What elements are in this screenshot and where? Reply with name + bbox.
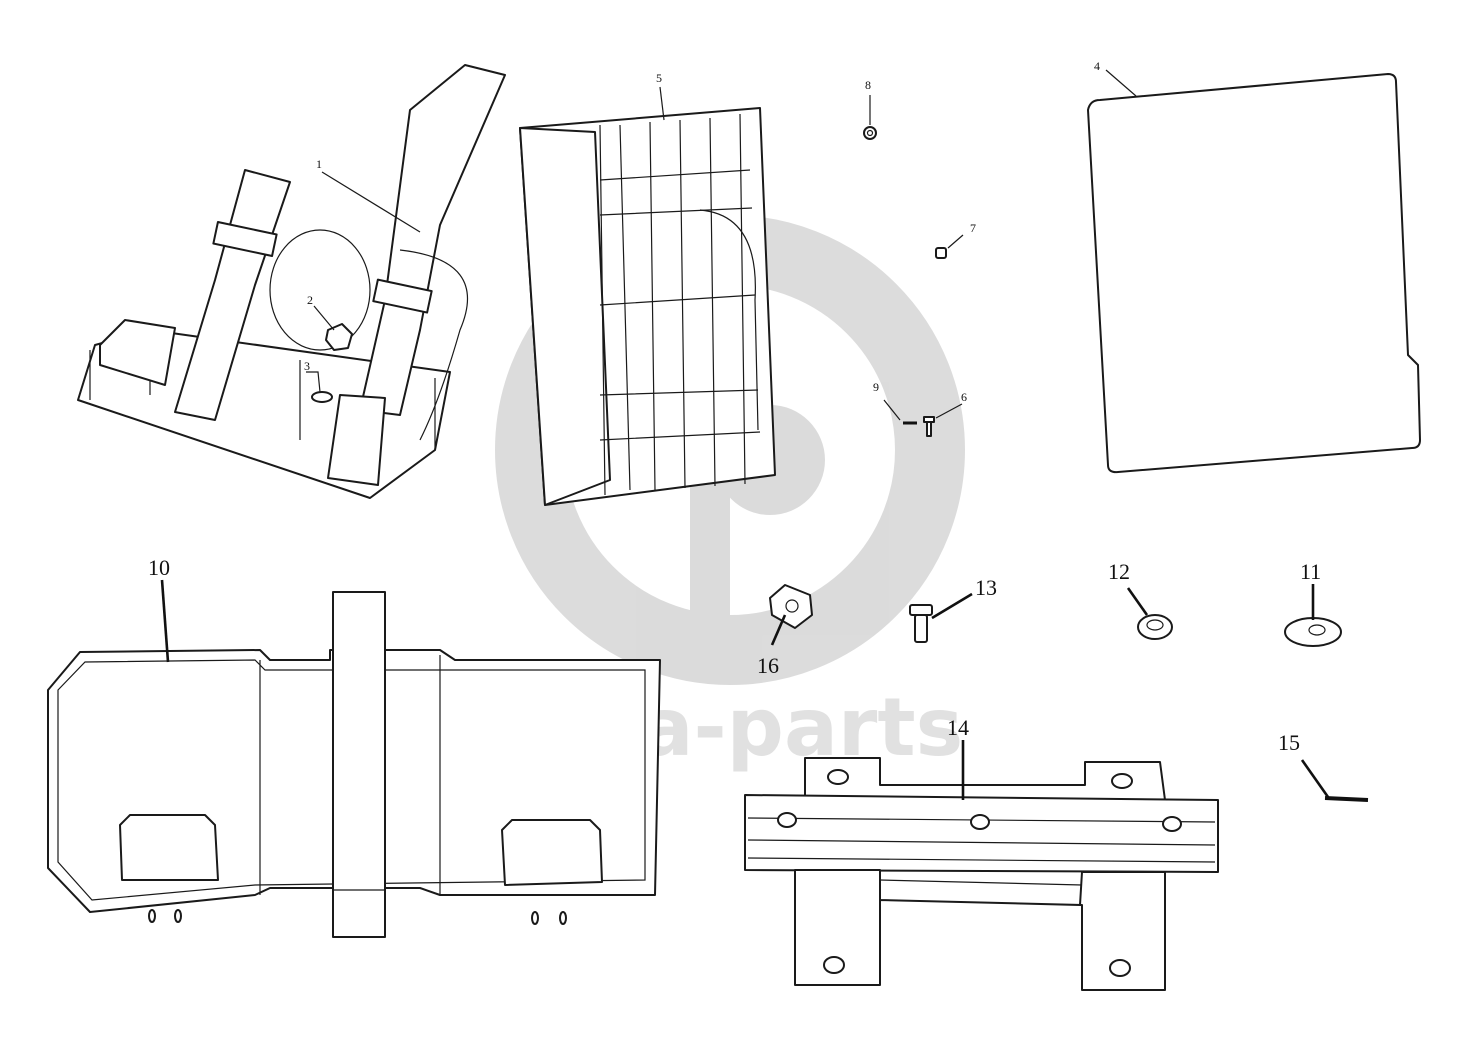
callout-2: 2 <box>307 293 313 307</box>
part-13-bolt <box>909 604 933 643</box>
part-16-cage-nut <box>769 584 813 629</box>
callout-6: 6 <box>961 390 967 404</box>
part-5-battery-frame <box>519 107 776 506</box>
part-4-pad <box>1087 73 1421 474</box>
callout-1: 1 <box>316 157 322 171</box>
leader-lines <box>160 69 1330 800</box>
callout-13: 13 <box>975 575 997 600</box>
part-14-mounting-bracket <box>744 757 1219 991</box>
callout-4: 4 <box>1094 59 1100 73</box>
callout-5: 5 <box>656 71 662 85</box>
part-15-pin <box>1324 796 1369 802</box>
part-1-battery-holder <box>77 64 506 499</box>
callout-9: 9 <box>873 380 879 394</box>
part-3-washer <box>311 391 333 403</box>
callout-7: 7 <box>970 221 976 235</box>
part-2-nut <box>325 323 353 351</box>
part-11-flat-washer <box>1284 617 1342 647</box>
callout-12: 12 <box>1108 559 1130 584</box>
callout-15: 15 <box>1278 730 1300 755</box>
part-12-washer <box>1137 614 1173 640</box>
part-6-screw <box>923 416 935 437</box>
callout-3: 3 <box>304 359 310 373</box>
part-7-insert <box>935 247 947 259</box>
part-8-nut <box>863 126 877 140</box>
part-10-battery-tray <box>47 591 661 938</box>
callout-16: 16 <box>757 653 779 678</box>
callout-11: 11 <box>1300 559 1321 584</box>
callout-10: 10 <box>148 555 170 580</box>
callout-14: 14 <box>947 715 969 740</box>
callout-8: 8 <box>865 78 871 92</box>
